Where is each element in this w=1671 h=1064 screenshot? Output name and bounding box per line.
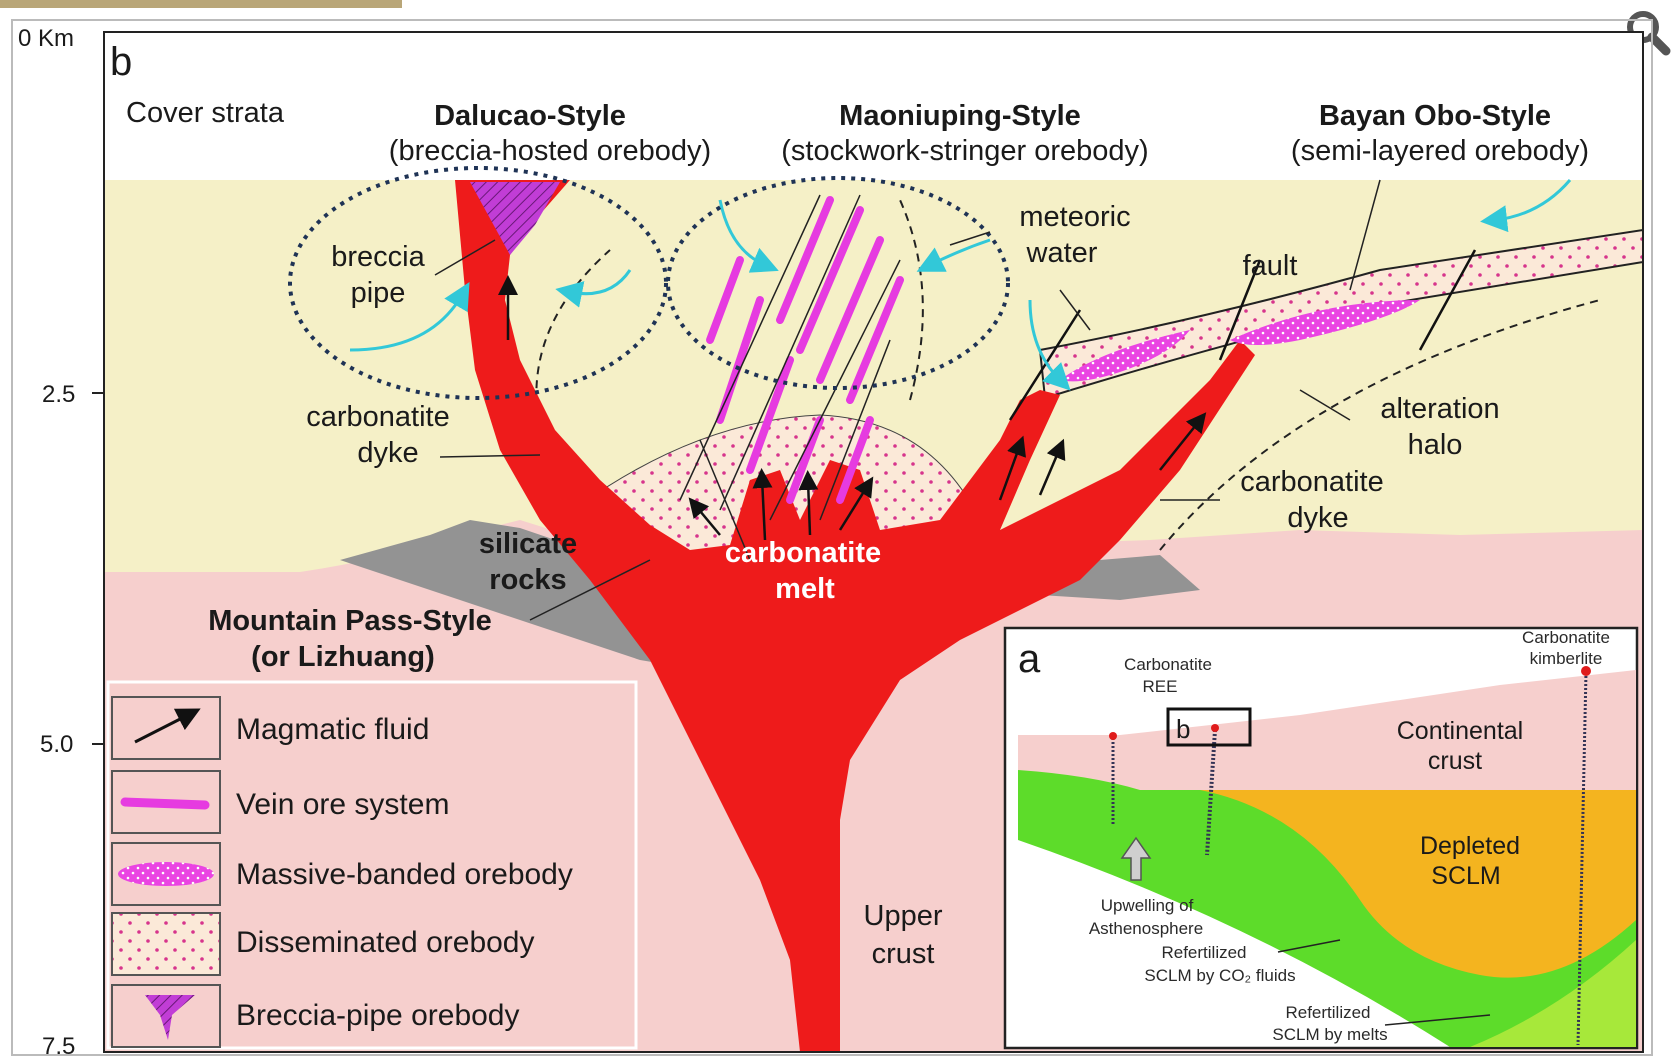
alteration-label-1: alteration: [1380, 393, 1499, 425]
carbonatite-kimb-1: Carbonatite: [1522, 628, 1610, 647]
legend-label-magmatic-fluid: Magmatic fluid: [236, 713, 429, 746]
silicate-label-1: silicate: [479, 528, 577, 560]
carbonatite-dyke-left-2: dyke: [357, 437, 418, 469]
maoniuping-style-sub: (stockwork-stringer orebody): [781, 135, 1148, 167]
inset-a: a b Carbonatite REE Carbonatite kimberli…: [1005, 628, 1637, 1048]
breccia-pipe-label-2: pipe: [351, 277, 406, 309]
continental-crust-1: Continental: [1397, 717, 1523, 745]
upper-crust-label-1: Upper: [864, 900, 943, 932]
dalucao-style-title: Dalucao-Style: [434, 100, 626, 132]
carbonatite-kimb-2: kimberlite: [1530, 649, 1603, 668]
depth-axis: 0 Km 2.5 5.0 7.5: [18, 25, 104, 1059]
refert-co2-1: Refertilized: [1161, 943, 1246, 962]
inset-a-letter: a: [1018, 637, 1041, 681]
bayanobo-style-title: Bayan Obo-Style: [1319, 100, 1551, 132]
carbonatite-dyke-right-1: carbonatite: [1240, 466, 1384, 498]
refert-melt-2: SCLM by melts: [1272, 1025, 1387, 1044]
dalucao-style-sub: (breccia-hosted orebody): [389, 135, 711, 167]
refert-melt-1: Refertilized: [1285, 1003, 1370, 1022]
refert-co2-2: SCLM by CO₂ fluids: [1144, 966, 1295, 985]
alteration-label-2: halo: [1408, 429, 1463, 461]
melt-label-2: melt: [775, 573, 835, 605]
maoniuping-style-title: Maoniuping-Style: [839, 100, 1081, 132]
melt-label-1: carbonatite: [725, 537, 881, 569]
continental-crust-2: crust: [1428, 747, 1482, 775]
carbonatite-dyke-right-2: dyke: [1287, 502, 1348, 534]
legend-label-disseminated: Disseminated orebody: [236, 926, 535, 959]
upwelling-2: Asthenosphere: [1089, 919, 1203, 938]
depth-tick-2.5: 2.5: [42, 381, 75, 408]
inset-box-letter: b: [1176, 714, 1190, 744]
mountain-pass-label-1: Mountain Pass-Style: [208, 605, 492, 637]
carbonatite-ree-1: Carbonatite: [1124, 655, 1212, 674]
meteoric-label-1: meteoric: [1019, 201, 1130, 233]
depth-tick-5.0: 5.0: [40, 731, 73, 758]
meteoric-label-2: water: [1026, 237, 1098, 269]
upper-crust-label-2: crust: [872, 938, 935, 970]
depleted-sclm-2: SCLM: [1431, 862, 1500, 890]
panel-b-letter: b: [110, 40, 132, 84]
legend-label-vein: Vein ore system: [236, 788, 449, 821]
breccia-pipe-label-1: breccia: [331, 241, 425, 273]
fault-label: fault: [1243, 250, 1298, 282]
carbonatite-dyke-left-1: carbonatite: [306, 401, 450, 433]
carbonatite-ree-2: REE: [1143, 677, 1178, 696]
depth-tick-7.5: 7.5: [42, 1033, 75, 1059]
legend-label-breccia: Breccia-pipe orebody: [236, 999, 520, 1032]
legend-label-massive: Massive-banded orebody: [236, 858, 573, 891]
mountain-pass-label-2: (or Lizhuang): [251, 641, 435, 673]
depth-tick-0: 0 Km: [18, 25, 74, 52]
cover-strata-label: Cover strata: [126, 97, 285, 129]
legend: Magmatic fluid Vein ore system Massive-b…: [108, 682, 636, 1048]
header-tab: [0, 0, 402, 8]
silicate-label-2: rocks: [489, 564, 566, 596]
upwelling-1: Upwelling of: [1101, 896, 1194, 915]
bayanobo-style-sub: (semi-layered orebody): [1291, 135, 1589, 167]
depleted-sclm-1: Depleted: [1420, 832, 1520, 860]
legend-symbol-dots: [112, 913, 220, 975]
